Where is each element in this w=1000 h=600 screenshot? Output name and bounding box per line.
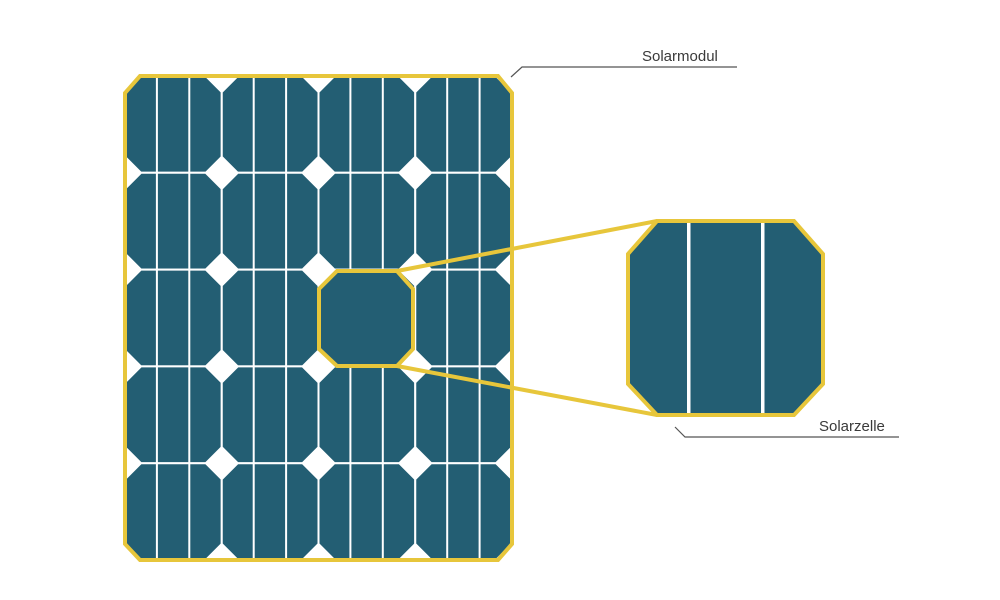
solar-cell — [317, 76, 417, 174]
solar-cell — [125, 76, 223, 174]
zoom-line-bottom — [396, 364, 658, 417]
solar-cell — [125, 462, 223, 560]
label-solarzelle: Solarzelle — [819, 418, 885, 435]
solar-module — [123, 74, 514, 562]
magnified-busbar — [761, 221, 765, 415]
callout-cell: Solarzelle — [674, 418, 899, 438]
solar-cell — [220, 365, 320, 465]
highlighted-cell — [317, 269, 415, 368]
zoom-connectors — [396, 219, 658, 417]
magnified-cell — [626, 219, 825, 417]
solar-cell — [125, 268, 223, 368]
solar-cell — [414, 268, 512, 368]
solar-cell — [414, 365, 512, 465]
solar-cell — [414, 76, 512, 174]
zoom-line-top — [396, 219, 658, 273]
solar-cell — [220, 171, 320, 271]
solar-cell — [125, 365, 223, 465]
solar-cell — [317, 462, 417, 560]
solar-cell — [414, 462, 512, 560]
magnified-busbar — [687, 221, 691, 415]
solar-cell — [220, 268, 320, 368]
solar-cell — [317, 171, 417, 271]
solar-cell — [220, 76, 320, 174]
magnified-cell-body — [628, 221, 823, 415]
module-busbars — [155, 76, 481, 560]
solar-cell — [317, 365, 417, 465]
magnified-cell-frame — [626, 219, 825, 417]
solar-cell — [220, 462, 320, 560]
magnified-busbars — [687, 221, 765, 415]
solar-cell — [414, 171, 512, 271]
solar-cell — [125, 171, 223, 271]
callout-module: Solarmodul — [510, 48, 737, 78]
label-solarmodul: Solarmodul — [642, 48, 718, 65]
module-frame — [123, 74, 514, 562]
leader-line-cell — [674, 426, 899, 438]
leader-line-module — [510, 66, 737, 78]
